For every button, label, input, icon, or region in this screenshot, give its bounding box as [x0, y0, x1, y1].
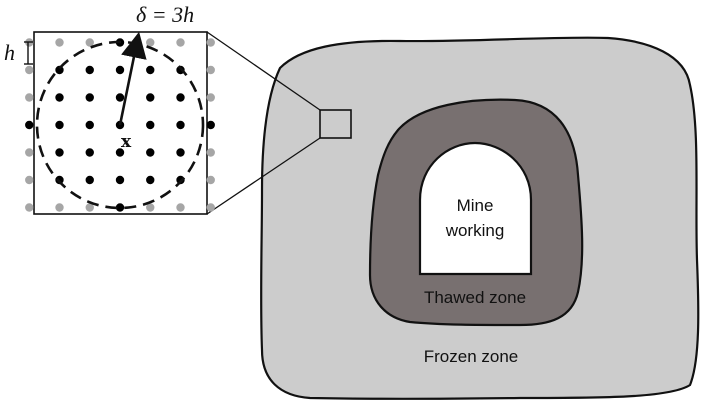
particle-in-horizon — [25, 120, 34, 130]
particle-in-horizon — [146, 120, 155, 130]
particle-in-horizon — [176, 120, 185, 130]
horizon-radius-arrow — [118, 31, 147, 126]
mine-working-label-line2: working — [445, 221, 505, 240]
spacing-label: h — [4, 40, 15, 65]
particle-in-horizon — [55, 93, 64, 102]
particle-grid — [25, 38, 215, 212]
frozen-zone-label: Frozen zone — [424, 347, 519, 366]
particle-in-horizon — [206, 120, 215, 130]
particle-outside-horizon — [25, 65, 34, 75]
particle-outside-horizon — [206, 175, 215, 185]
particle-in-horizon — [85, 65, 94, 75]
particle-outside-horizon — [206, 38, 215, 47]
particle-in-horizon — [115, 65, 125, 75]
particle-in-horizon — [176, 93, 185, 102]
particle-in-horizon — [176, 148, 185, 157]
thawed-zone-label: Thawed zone — [424, 288, 526, 307]
zoom-source-box — [319, 109, 352, 139]
particle-outside-horizon — [55, 203, 64, 212]
particle-outside-horizon — [25, 175, 34, 185]
particle-outside-horizon — [206, 203, 215, 212]
particle-in-horizon — [85, 175, 94, 185]
particle-outside-horizon — [146, 38, 155, 47]
particle-outside-horizon — [25, 203, 34, 212]
particle-outside-horizon — [146, 203, 155, 212]
particle-in-horizon — [55, 120, 64, 130]
particle-outside-horizon — [176, 203, 185, 212]
particle-in-horizon — [85, 93, 94, 102]
zoom-connector-top — [206, 31, 321, 111]
particle-in-horizon — [115, 93, 125, 102]
zoom-connector-bottom — [206, 137, 321, 215]
mine-working-label-line1: Mine — [457, 196, 494, 215]
particle-outside-horizon — [55, 38, 64, 47]
particle-outside-horizon — [25, 93, 34, 102]
particle-in-horizon — [115, 203, 125, 212]
particle-in-horizon — [146, 65, 155, 75]
particle-outside-horizon — [176, 38, 185, 47]
particle-in-horizon — [55, 65, 64, 75]
particle-in-horizon — [55, 148, 64, 157]
particle-in-horizon — [146, 175, 155, 185]
particle-in-horizon — [146, 148, 155, 157]
particle-outside-horizon — [206, 148, 215, 157]
particle-outside-horizon — [206, 93, 215, 102]
horizon-circle — [35, 40, 205, 210]
particle-outside-horizon — [25, 148, 34, 157]
particle-outside-horizon — [85, 203, 94, 212]
particle-in-horizon — [85, 120, 94, 130]
mine-working-opening — [418, 141, 533, 276]
particle-in-horizon — [146, 93, 155, 102]
material-point-label: x — [121, 132, 132, 152]
particle-in-horizon — [115, 148, 125, 157]
particle-outside-horizon — [85, 38, 94, 47]
particle-in-horizon — [85, 148, 94, 157]
horizon-label: δ = 3h — [136, 2, 194, 27]
particle-in-horizon — [115, 175, 125, 185]
particle-outside-horizon — [206, 65, 215, 75]
